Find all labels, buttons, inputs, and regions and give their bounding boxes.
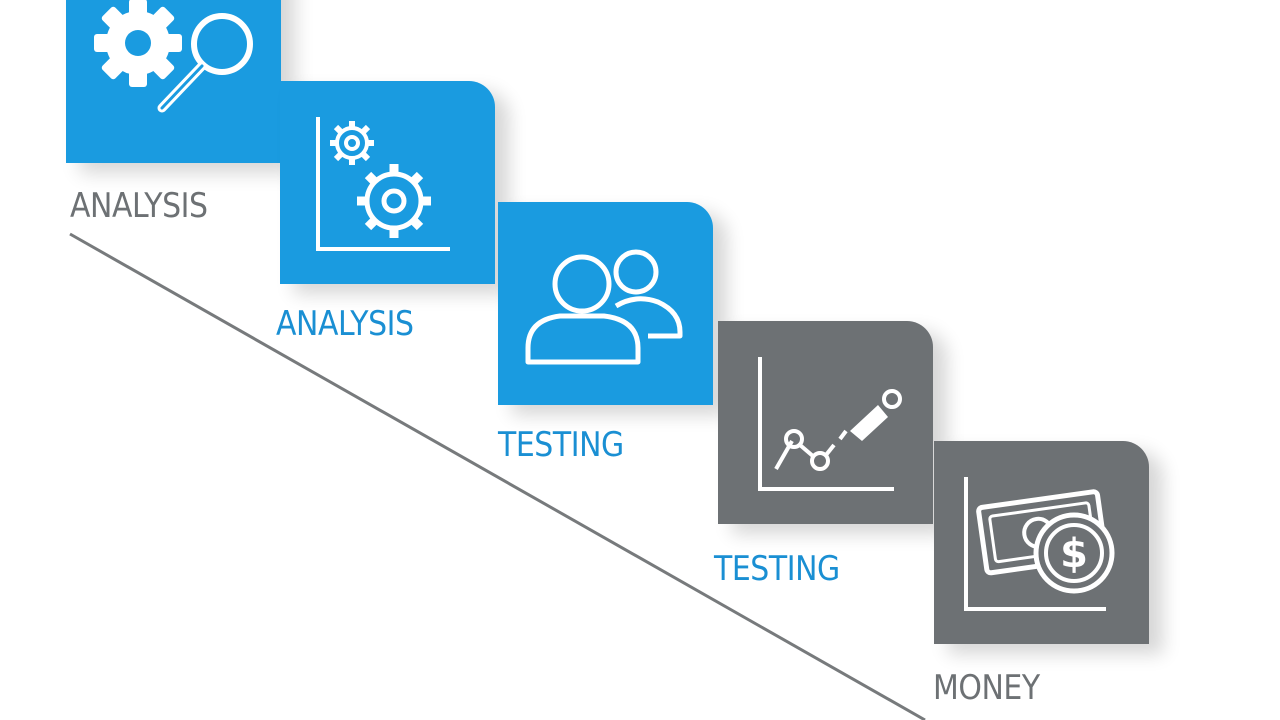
step-label-3: TESTING <box>498 425 624 465</box>
svg-text:$: $ <box>1060 531 1088 577</box>
step-card-1 <box>66 0 281 163</box>
money-icon: $ <box>964 477 1115 611</box>
people-icon <box>525 249 683 365</box>
step-label-5: MONEY <box>933 668 1040 708</box>
step-label-4: TESTING <box>714 549 840 589</box>
gear-magnifier-icon <box>94 0 253 113</box>
step-label-2: ANALYSIS <box>276 304 414 344</box>
step-card-2 <box>280 81 495 284</box>
step-card-5: $ <box>934 441 1149 644</box>
step-card-4 <box>718 321 933 524</box>
gears-chart-icon <box>316 117 450 251</box>
step-card-3 <box>498 202 713 405</box>
growth-chart-icon <box>758 357 902 491</box>
step-label-1: ANALYSIS <box>70 186 208 226</box>
